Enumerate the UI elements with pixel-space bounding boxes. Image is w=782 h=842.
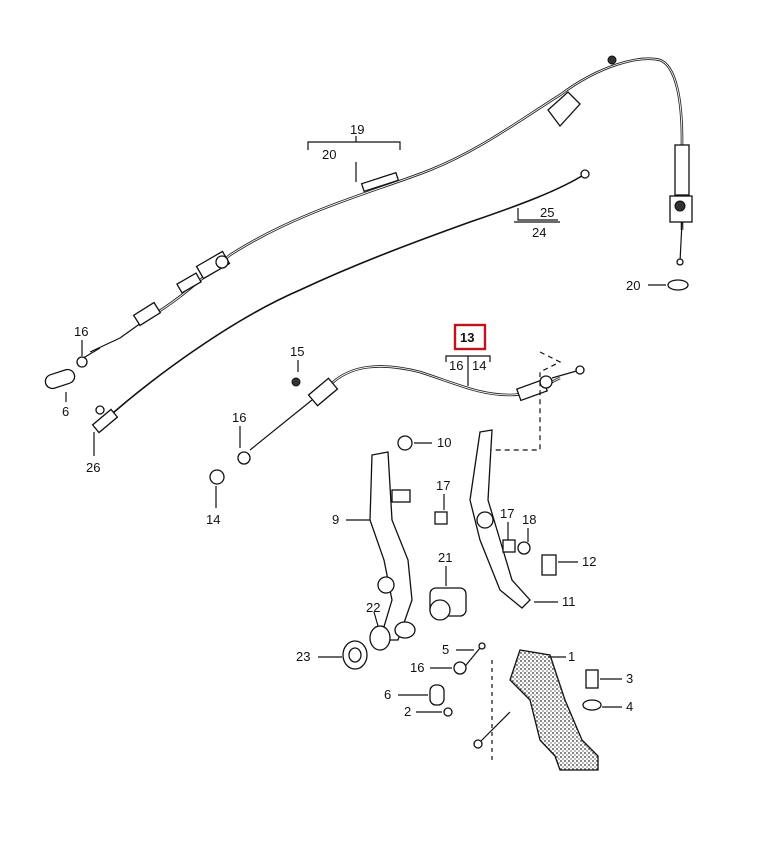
callout-16-d[interactable]: 16 <box>410 660 452 675</box>
svg-text:15: 15 <box>290 344 304 359</box>
callout-25-top[interactable]: 25 <box>517 205 558 221</box>
svg-text:14: 14 <box>472 358 486 373</box>
callout-17-b[interactable]: 17 <box>500 506 514 540</box>
callout-5[interactable]: 5 <box>442 642 474 657</box>
callout-20-right[interactable]: 20 <box>626 278 666 293</box>
callout-26[interactable]: 26 <box>86 432 100 475</box>
svg-text:10: 10 <box>437 435 451 450</box>
svg-text:14: 14 <box>206 512 220 527</box>
svg-text:6: 6 <box>384 687 391 702</box>
svg-text:17: 17 <box>500 506 514 521</box>
callout-16-b[interactable]: 16 <box>445 355 491 386</box>
svg-text:22: 22 <box>366 600 380 615</box>
accelerator-cable-13 <box>209 351 585 485</box>
svg-text:4: 4 <box>626 699 633 714</box>
callout-3[interactable]: 3 <box>600 671 633 686</box>
svg-text:18: 18 <box>522 512 536 527</box>
svg-text:16: 16 <box>449 358 463 373</box>
svg-text:16: 16 <box>410 660 424 675</box>
callout-6-a[interactable]: 6 <box>62 392 69 419</box>
svg-text:19: 19 <box>350 122 364 137</box>
callout-20-top[interactable]: 20 <box>322 147 357 182</box>
svg-text:24: 24 <box>532 225 546 240</box>
callout-12[interactable]: 12 <box>558 554 596 569</box>
svg-text:23: 23 <box>296 649 310 664</box>
callout-16-a[interactable]: 16 <box>74 324 88 356</box>
callout-16-c[interactable]: 16 <box>232 410 246 448</box>
svg-text:3: 3 <box>626 671 633 686</box>
callout-19[interactable]: 19 <box>307 122 401 150</box>
callout-22[interactable]: 22 <box>366 600 380 627</box>
svg-text:13: 13 <box>460 330 474 345</box>
callout-14-a[interactable]: 14 <box>472 358 486 373</box>
callout-18[interactable]: 18 <box>522 512 536 542</box>
callout-24[interactable]: 24 <box>514 221 560 240</box>
callout-13-selected[interactable]: 13 <box>453 323 487 351</box>
svg-text:1: 1 <box>568 649 575 664</box>
callout-6-b[interactable]: 6 <box>384 687 428 702</box>
svg-text:21: 21 <box>438 550 452 565</box>
svg-text:25: 25 <box>540 205 554 220</box>
pedal-assembly <box>342 429 602 771</box>
callout-21[interactable]: 21 <box>438 550 452 586</box>
svg-text:20: 20 <box>322 147 336 162</box>
callout-4[interactable]: 4 <box>602 699 633 714</box>
callout-2[interactable]: 2 <box>404 704 442 719</box>
svg-text:20: 20 <box>626 278 640 293</box>
upper-throttle-cable <box>44 55 693 390</box>
callout-10[interactable]: 10 <box>414 435 451 450</box>
callout-1[interactable]: 1 <box>548 649 575 664</box>
svg-text:9: 9 <box>332 512 339 527</box>
svg-text:5: 5 <box>442 642 449 657</box>
svg-text:17: 17 <box>436 478 450 493</box>
seal-ring-20 <box>667 279 689 291</box>
svg-text:16: 16 <box>232 410 246 425</box>
svg-text:16: 16 <box>74 324 88 339</box>
callout-9[interactable]: 9 <box>332 512 370 527</box>
svg-text:2: 2 <box>404 704 411 719</box>
callout-15[interactable]: 15 <box>290 344 304 372</box>
callout-17-a[interactable]: 17 <box>436 478 450 510</box>
svg-text:26: 26 <box>86 460 100 475</box>
thin-cable-24 <box>91 169 590 434</box>
svg-text:12: 12 <box>582 554 596 569</box>
svg-text:11: 11 <box>562 594 576 609</box>
callout-23[interactable]: 23 <box>296 649 342 664</box>
callout-11[interactable]: 11 <box>534 594 576 609</box>
svg-text:6: 6 <box>62 404 69 419</box>
callout-14-b[interactable]: 14 <box>206 486 220 527</box>
